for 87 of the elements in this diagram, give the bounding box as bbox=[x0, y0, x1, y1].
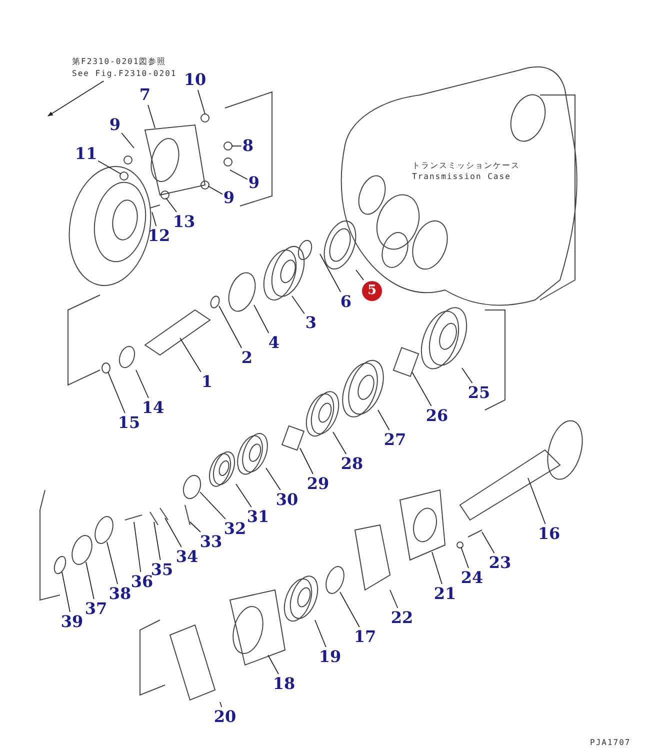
callout-number: 26 bbox=[426, 407, 448, 425]
callout-number: 32 bbox=[224, 520, 246, 538]
leader-line bbox=[462, 368, 473, 384]
leader-line bbox=[460, 546, 469, 568]
leader-line bbox=[340, 592, 360, 628]
leader-line bbox=[164, 518, 182, 548]
leader-line bbox=[412, 372, 432, 406]
callout-number: 16 bbox=[538, 525, 560, 543]
leader-line bbox=[332, 432, 347, 454]
leader-line bbox=[208, 186, 223, 195]
callout-number: 30 bbox=[276, 491, 298, 509]
callout-number: 28 bbox=[340, 455, 364, 473]
leader-line bbox=[218, 306, 242, 348]
callout-number: 13 bbox=[172, 213, 196, 231]
reference-note: See Fig.F2310-0201 bbox=[72, 68, 177, 80]
callout-number: 8 bbox=[242, 137, 254, 155]
callout-number: 23 bbox=[488, 554, 512, 572]
callout-number: 2 bbox=[241, 349, 253, 367]
callout-number: 22 bbox=[390, 609, 414, 627]
callout-number: 10 bbox=[184, 71, 206, 89]
callout-number: 17 bbox=[354, 628, 376, 646]
leader-line bbox=[86, 562, 94, 600]
leader-line bbox=[254, 304, 270, 334]
callout-number: 4 bbox=[268, 334, 280, 352]
callout-number: 31 bbox=[246, 508, 270, 526]
leader-line bbox=[148, 104, 156, 128]
callout-number: 15 bbox=[118, 414, 140, 432]
leader-line bbox=[220, 702, 222, 708]
leader-line bbox=[300, 448, 314, 474]
callout-number: 6 bbox=[340, 293, 352, 311]
callout-number: 20 bbox=[214, 708, 236, 726]
reference-note: 第F2310-0201図参照 bbox=[72, 56, 168, 68]
leader-line bbox=[154, 522, 161, 560]
callout-number: 36 bbox=[130, 573, 154, 591]
leader-line bbox=[180, 338, 202, 372]
callout-number: 18 bbox=[272, 675, 296, 693]
leader-arrow bbox=[48, 80, 104, 116]
callout-number: 9 bbox=[109, 116, 121, 134]
leader-line bbox=[528, 478, 546, 524]
part-label: Transmission Case bbox=[412, 172, 511, 181]
leader-line bbox=[197, 90, 206, 114]
leader-line bbox=[390, 590, 398, 608]
leader-line bbox=[356, 270, 364, 280]
leader-line bbox=[121, 132, 134, 148]
callout-number: 25 bbox=[468, 384, 490, 402]
leader-line bbox=[152, 212, 157, 226]
leader-line bbox=[482, 532, 495, 554]
callout-number: 7 bbox=[139, 86, 151, 104]
leader-line bbox=[268, 654, 279, 674]
leader-line bbox=[236, 484, 252, 508]
callout-number: 29 bbox=[306, 475, 330, 493]
callout-number: 1 bbox=[201, 373, 213, 391]
leader-line bbox=[136, 370, 149, 398]
callout-number: 37 bbox=[84, 600, 108, 618]
callout-number: 21 bbox=[434, 585, 456, 603]
callout-number: 39 bbox=[60, 613, 84, 631]
leader-line bbox=[190, 522, 201, 532]
leader-line bbox=[98, 160, 122, 174]
part-label: トランスミッションケース bbox=[412, 160, 520, 171]
leader-line bbox=[106, 542, 118, 584]
callout-number: 35 bbox=[150, 561, 174, 579]
leader-line bbox=[320, 254, 342, 292]
callout-number: 9 bbox=[248, 174, 260, 192]
leader-line bbox=[378, 410, 390, 430]
leader-line bbox=[432, 552, 442, 584]
callout-number: 12 bbox=[148, 227, 170, 245]
callout-number: 5 bbox=[362, 281, 382, 301]
leader-line bbox=[166, 198, 177, 212]
leader-line bbox=[292, 296, 305, 314]
callout-number: 24 bbox=[460, 569, 484, 587]
leader-line bbox=[62, 572, 70, 612]
leader-line bbox=[314, 620, 326, 648]
callout-number: 19 bbox=[318, 648, 342, 666]
drawing-number: PJA1707 bbox=[590, 738, 631, 747]
callout-number: 3 bbox=[305, 314, 317, 332]
callout-number: 14 bbox=[142, 399, 164, 417]
callout-number: 11 bbox=[74, 145, 98, 163]
leader-line bbox=[230, 170, 248, 180]
leader-line bbox=[108, 372, 126, 414]
callout-number: 38 bbox=[108, 585, 132, 603]
leader-line bbox=[134, 522, 142, 572]
callout-number: 9 bbox=[223, 189, 235, 207]
callout-number: 34 bbox=[176, 548, 198, 566]
leader-line bbox=[266, 468, 281, 490]
callout-number: 27 bbox=[384, 431, 406, 449]
leader-line bbox=[200, 492, 226, 520]
callout-number: 33 bbox=[200, 533, 222, 551]
